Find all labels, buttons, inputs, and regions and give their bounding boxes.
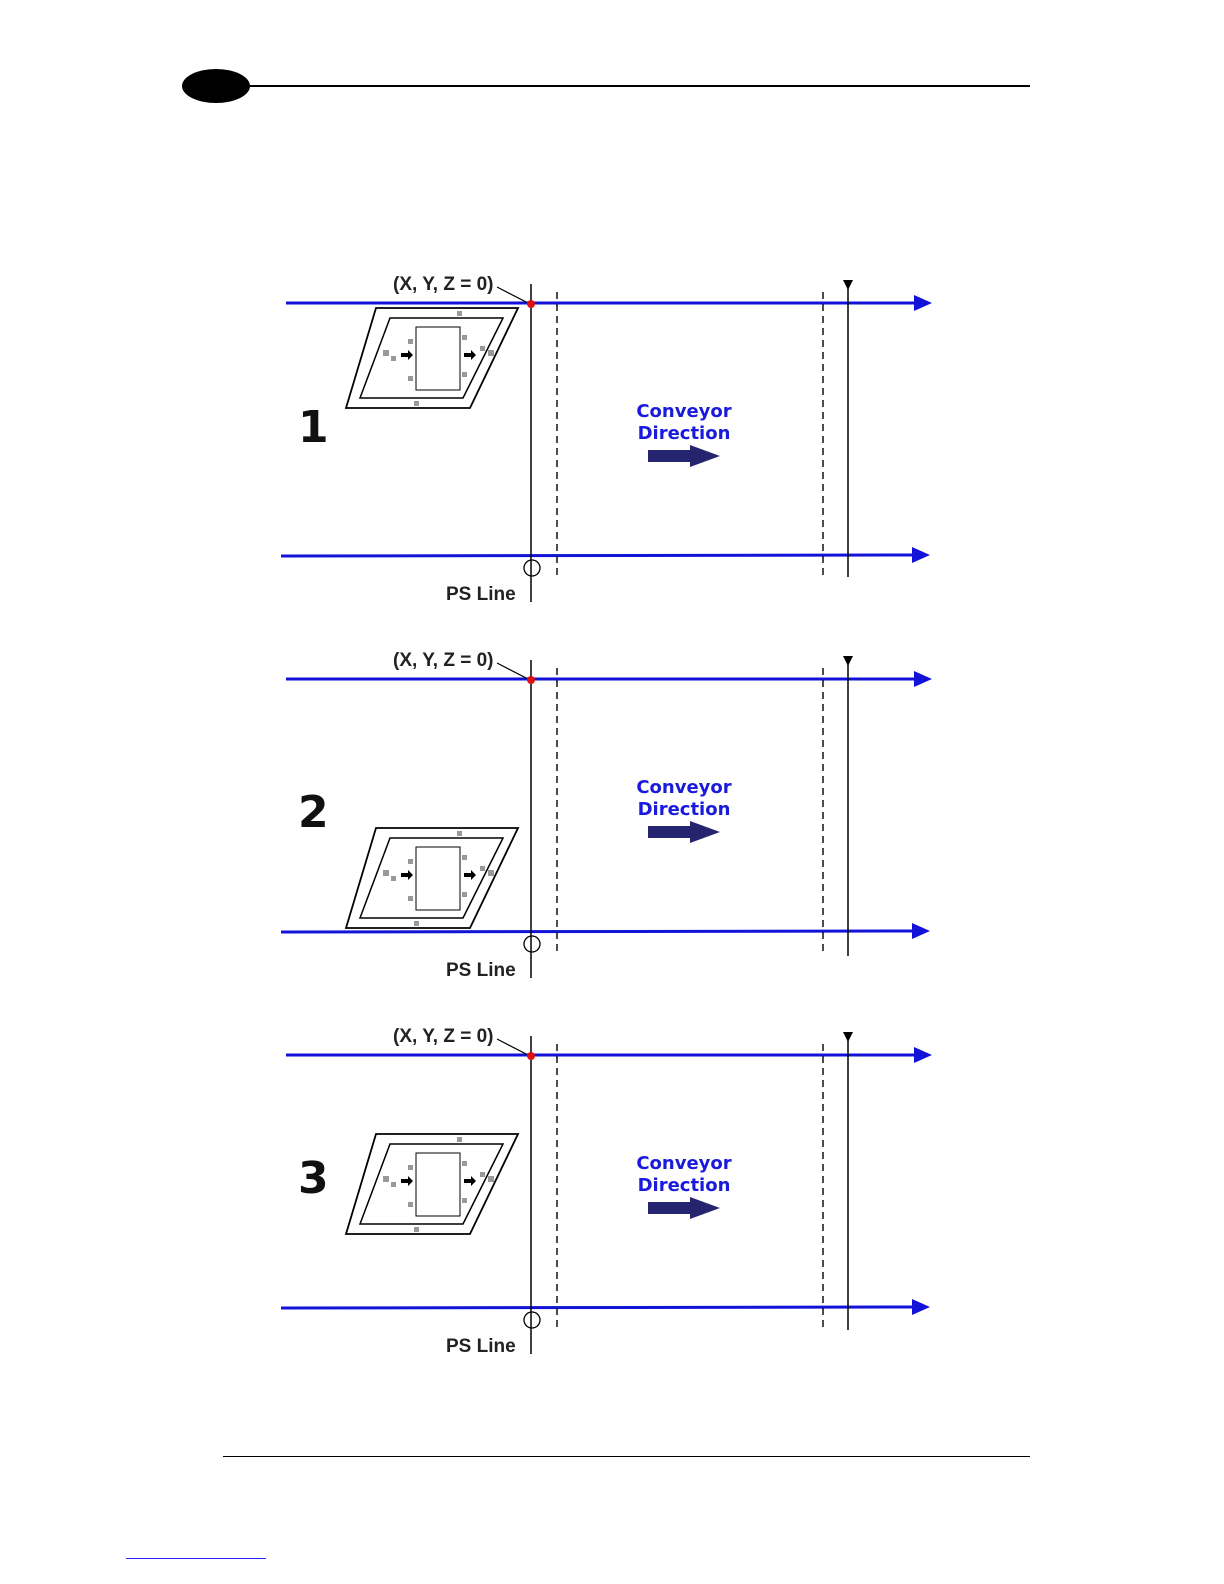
- reference-marker-icon: [843, 656, 853, 666]
- conveyor-label-line1: Conveyor: [636, 401, 731, 422]
- footer-rule: [223, 1456, 1030, 1457]
- step-number: 1: [298, 402, 329, 453]
- panel-1: (X, Y, Z = 0) PS Line 1 Conveyor Directi…: [281, 274, 932, 605]
- origin-leader: [497, 663, 530, 680]
- conveyor-label-line1: Conveyor: [636, 1153, 731, 1174]
- package-icon: [346, 1134, 518, 1234]
- reference-marker-icon: [843, 280, 853, 290]
- direction-arrow-icon: [648, 821, 720, 843]
- direction-arrow-icon: [648, 445, 720, 467]
- conveyor-top-arrowhead: [914, 295, 932, 311]
- footer-link[interactable]: [126, 1558, 266, 1559]
- conveyor-top-arrowhead: [914, 671, 932, 687]
- origin-dot: [527, 1052, 535, 1060]
- direction-arrow-icon: [648, 1197, 720, 1219]
- conveyor-label-line2: Direction: [638, 423, 731, 444]
- conveyor-label-line1: Conveyor: [636, 777, 731, 798]
- conveyor-top-arrowhead: [914, 1047, 932, 1063]
- origin-dot: [527, 300, 535, 308]
- package-icon: [346, 828, 518, 928]
- conveyor-label-line2: Direction: [638, 799, 731, 820]
- conveyor-bottom-arrowhead: [912, 923, 930, 939]
- panel-2: (X, Y, Z = 0) PS Line 2 Conveyor Directi…: [281, 650, 932, 981]
- ps-sensor-icon: [524, 560, 540, 576]
- reference-marker-icon: [843, 1032, 853, 1042]
- conveyor-bottom-arrowhead: [912, 1299, 930, 1315]
- origin-label: (X, Y, Z = 0): [393, 1026, 494, 1047]
- package-icon: [346, 308, 518, 408]
- ps-sensor-icon: [524, 936, 540, 952]
- conveyor-bottom-edge: [281, 931, 914, 932]
- step-number: 2: [298, 787, 329, 838]
- panel-3: (X, Y, Z = 0) PS Line 3 Conveyor Directi…: [281, 1026, 932, 1357]
- conveyor-bottom-arrowhead: [912, 547, 930, 563]
- ps-sensor-icon: [524, 1312, 540, 1328]
- ps-line-label: PS Line: [446, 1336, 516, 1357]
- conveyor-bottom-edge: [281, 1307, 914, 1308]
- conveyor-label-line2: Direction: [638, 1175, 731, 1196]
- origin-dot: [527, 676, 535, 684]
- step-number: 3: [298, 1153, 329, 1204]
- ps-line-label: PS Line: [446, 584, 516, 605]
- origin-leader: [497, 1039, 530, 1056]
- ps-line-label: PS Line: [446, 960, 516, 981]
- origin-label: (X, Y, Z = 0): [393, 650, 494, 671]
- origin-label: (X, Y, Z = 0): [393, 274, 494, 295]
- conveyor-bottom-edge: [281, 555, 914, 556]
- origin-leader: [497, 287, 530, 304]
